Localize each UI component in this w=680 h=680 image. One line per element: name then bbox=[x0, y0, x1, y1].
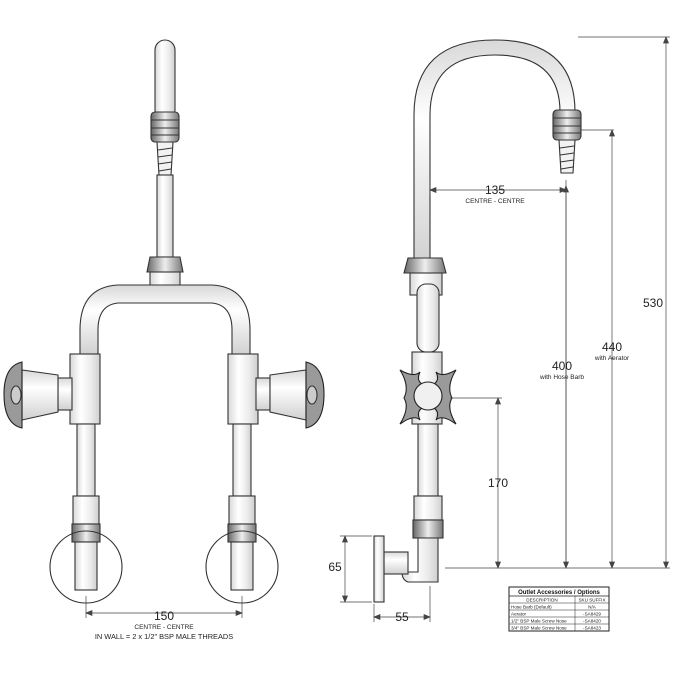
front-view bbox=[3, 39, 325, 604]
swivel-nut bbox=[146, 256, 184, 273]
left-handle-cone bbox=[21, 369, 59, 421]
accessories-table: Outlet Accessories / Options DESCRIPTION… bbox=[508, 586, 610, 632]
side-swivel-nut bbox=[403, 257, 447, 274]
table-cell: N/A bbox=[588, 605, 597, 610]
riser-pipe bbox=[156, 174, 174, 258]
bridge-pipe bbox=[79, 284, 251, 356]
table-cell: 3/4" BSP Male Screw Nose bbox=[511, 626, 567, 631]
right-inlet bbox=[228, 495, 256, 525]
table-cell: -SA8423 bbox=[583, 626, 601, 631]
dim-400-label: 400 bbox=[552, 359, 572, 373]
table-header-sku: SKU SUFFIX bbox=[578, 598, 605, 603]
left-nut bbox=[71, 523, 101, 543]
dim-150-note: CENTRE - CENTRE bbox=[134, 624, 194, 631]
dim-440-note: with Aerator bbox=[594, 355, 630, 362]
thread-note: IN WALL = 2 x 1/2" BSP MALE THREADS bbox=[95, 632, 233, 641]
table-cell: -SA8429 bbox=[583, 612, 601, 617]
side-view bbox=[373, 39, 582, 603]
spout-upper bbox=[154, 39, 176, 121]
left-tail bbox=[74, 541, 98, 591]
dim-170-label: 170 bbox=[488, 476, 508, 490]
dim-135-label: 135 bbox=[485, 183, 505, 197]
table-title: Outlet Accessories / Options bbox=[518, 590, 600, 596]
gooseneck-spout bbox=[413, 39, 576, 266]
side-tail bbox=[383, 551, 409, 575]
dim-440-label: 440 bbox=[602, 340, 622, 354]
dim-400-note: with Hose Barb bbox=[539, 374, 584, 381]
spout-nozzle bbox=[150, 111, 180, 143]
right-handle-cone bbox=[269, 369, 307, 421]
side-dimensions bbox=[340, 36, 670, 622]
dim-65-label: 65 bbox=[328, 560, 342, 574]
table-header-description: DESCRIPTION bbox=[526, 598, 557, 603]
dim-150-label: 150 bbox=[154, 609, 174, 623]
right-leg bbox=[232, 423, 252, 497]
left-inlet bbox=[72, 495, 100, 525]
left-valve-body bbox=[69, 353, 101, 425]
side-inlet bbox=[413, 495, 443, 521]
table-cell: 1/2" BSP Male Screw Nose bbox=[511, 619, 567, 624]
side-wall-flange bbox=[373, 535, 385, 603]
table-cell: -SA8420 bbox=[583, 619, 601, 624]
table-cell: Aerator bbox=[511, 612, 527, 617]
dim-530-label: 530 bbox=[643, 296, 663, 310]
side-nut bbox=[412, 519, 444, 539]
left-leg bbox=[76, 423, 96, 497]
right-nut bbox=[227, 523, 257, 543]
side-leg bbox=[417, 423, 439, 497]
front-width-dimension bbox=[85, 596, 243, 618]
table-cell: Hose Barb (Default) bbox=[511, 605, 552, 610]
right-tail bbox=[230, 541, 254, 591]
cross-handle bbox=[413, 381, 443, 411]
side-nozzle bbox=[552, 109, 582, 141]
side-riser bbox=[416, 283, 440, 353]
dim-55-label: 55 bbox=[395, 610, 409, 624]
dim-135-note: CENTRE - CENTRE bbox=[465, 198, 525, 205]
right-valve-body bbox=[227, 353, 259, 425]
